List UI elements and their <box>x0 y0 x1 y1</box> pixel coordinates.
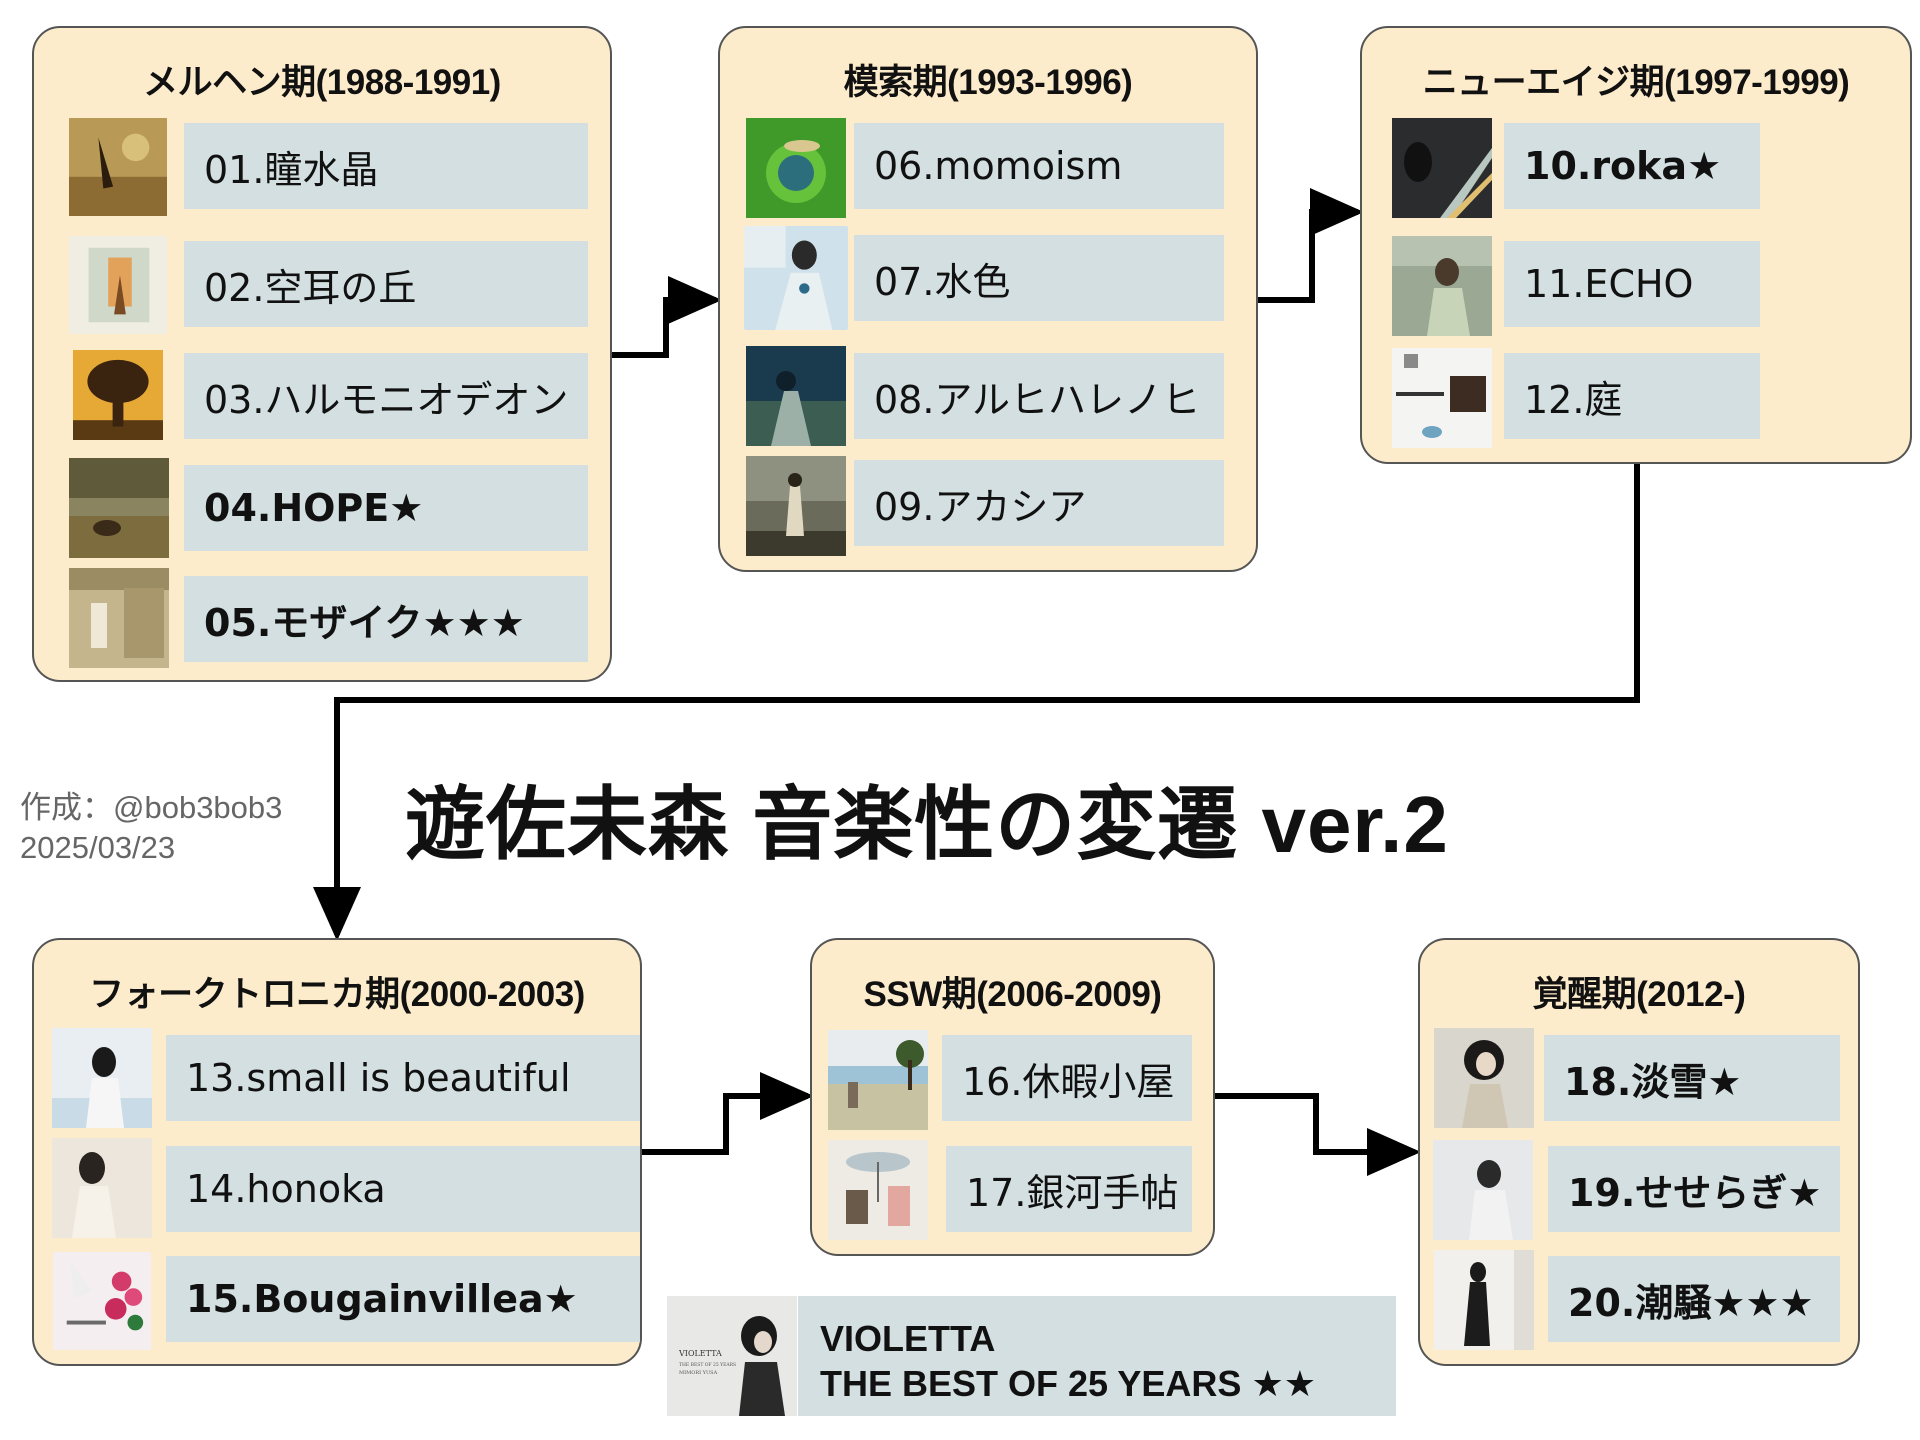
era-box-newage: ニューエイジ期(1997-1999) 10.roka★ 11.ECHO 12.庭 <box>1360 26 1912 464</box>
album-label: 18.淡雪★ <box>1544 1035 1840 1121</box>
album-cover <box>744 226 848 330</box>
album-cover <box>62 458 176 558</box>
album-cover <box>1390 118 1494 218</box>
album-label: 10.roka★ <box>1504 123 1760 209</box>
best-album-label: VIOLETTA THE BEST OF 25 YEARS ★★ <box>798 1296 1396 1416</box>
era-title: 模索期(1993-1996) <box>843 63 1133 102</box>
album-cover <box>1432 1250 1536 1350</box>
arrow-era4-to-era5 <box>642 1072 814 1155</box>
arrow-era2-to-era3 <box>1258 188 1364 303</box>
created-date: 2025/03/23 <box>20 830 176 865</box>
best-cover-text-2: THE BEST OF 25 YEARS <box>679 1362 736 1368</box>
author-credit: 作成：@bob3bob3 2025/03/23 <box>20 788 282 868</box>
album-cover <box>744 456 848 556</box>
album-label: 17.銀河手帖 <box>946 1146 1192 1232</box>
album-label: 12.庭 <box>1504 353 1760 439</box>
author-name: 作成：@bob3bob3 <box>20 790 283 825</box>
era-title: メルヘン期(1988-1991) <box>143 63 501 102</box>
album-label: 16.休暇小屋 <box>942 1035 1192 1121</box>
best-album-cover: VIOLETTA THE BEST OF 25 YEARS MIMORI YUS… <box>667 1296 797 1416</box>
album-label: 15.Bougainvillea★ <box>166 1256 640 1342</box>
album-label: 14.honoka <box>166 1146 640 1232</box>
album-label: 02.空耳の丘 <box>184 241 588 327</box>
album-label: 04.HOPE★ <box>184 465 588 551</box>
album-cover <box>50 1252 154 1350</box>
album-cover <box>68 350 168 440</box>
era-box-exploration: 模索期(1993-1996) 06.momoism 07.水色 08.アルヒハレ… <box>718 26 1258 572</box>
album-cover <box>744 346 848 446</box>
album-cover <box>62 568 176 668</box>
best-cover-text-3: MIMORI YUSA <box>679 1370 718 1376</box>
best-cover-text-1: VIOLETTA <box>678 1349 722 1358</box>
album-label: 09.アカシア <box>854 460 1224 546</box>
album-cover <box>50 1138 154 1238</box>
best-album-subtitle: THE BEST OF 25 YEARS ★★ <box>820 1363 1316 1404</box>
era-title: SSW期(2006-2009) <box>863 975 1162 1014</box>
album-label: 19.せせらぎ★ <box>1548 1146 1840 1232</box>
album-label: 05.モザイク★★★ <box>184 576 588 662</box>
era-box-awakening: 覚醒期(2012-) 18.淡雪★ 19.せせらぎ★ 20.潮騒★★★ <box>1418 938 1860 1366</box>
era-title: ニューエイジ期(1997-1999) <box>1422 63 1850 102</box>
album-cover <box>68 236 168 334</box>
album-label: 11.ECHO <box>1504 241 1760 327</box>
page-title: 遊佐未森 音楽性の変遷 ver.2 <box>405 780 1449 869</box>
album-cover <box>826 1140 930 1240</box>
album-cover <box>826 1030 930 1130</box>
album-label: 20.潮騒★★★ <box>1548 1256 1840 1342</box>
era-box-marchen: メルヘン期(1988-1991) 01.瞳水晶 02.空耳の丘 03.ハルモニオ… <box>32 26 612 682</box>
era-box-folktronica: フォークトロニカ期(2000-2003) 13.small is beautif… <box>32 938 642 1366</box>
album-label: 01.瞳水晶 <box>184 123 588 209</box>
album-cover <box>1390 348 1494 448</box>
era-title: フォークトロニカ期(2000-2003) <box>89 975 585 1014</box>
album-label: 08.アルヒハレノヒ <box>854 353 1224 439</box>
album-cover <box>50 1028 154 1128</box>
album-label: 06.momoism <box>854 123 1224 209</box>
arrow-era1-to-era2 <box>612 276 722 358</box>
era-title: 覚醒期(2012-) <box>1532 975 1746 1014</box>
album-label: 03.ハルモニオデオン <box>184 353 588 439</box>
album-cover <box>1426 1140 1540 1240</box>
album-cover <box>1432 1028 1536 1128</box>
best-album-title: VIOLETTA <box>820 1318 996 1359</box>
album-cover <box>68 118 168 216</box>
album-cover <box>1390 236 1494 336</box>
album-label: 13.small is beautiful <box>166 1035 640 1121</box>
arrow-era5-to-era6 <box>1215 1093 1421 1176</box>
album-cover <box>744 118 848 218</box>
album-label: 07.水色 <box>854 235 1224 321</box>
era-box-ssw: SSW期(2006-2009) 16.休暇小屋 17.銀河手帖 <box>810 938 1215 1256</box>
